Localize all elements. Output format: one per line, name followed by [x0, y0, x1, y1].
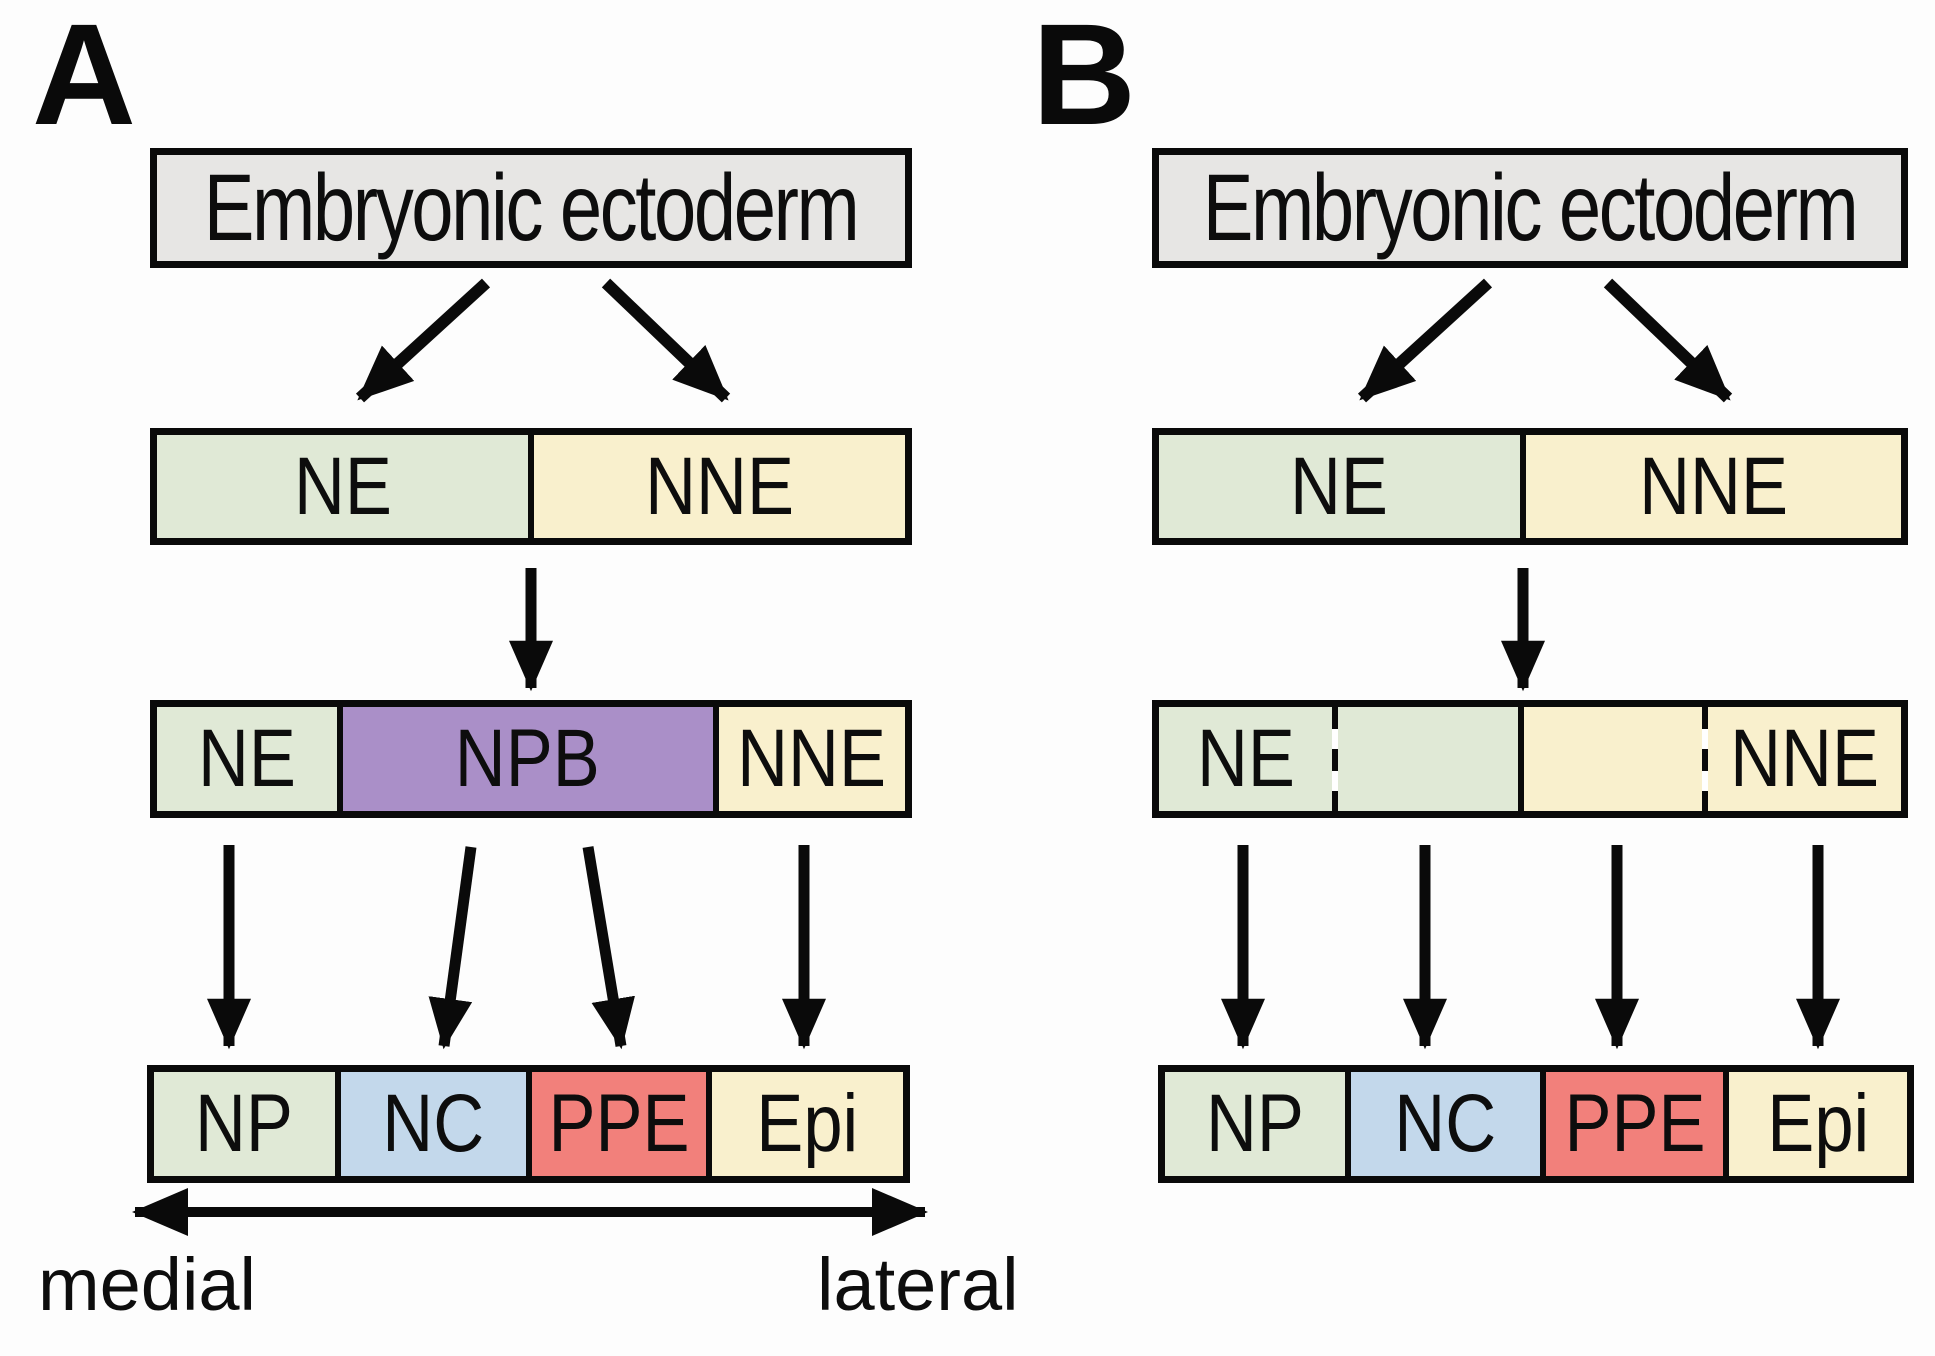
panel-a-nc-arrow	[428, 846, 477, 1050]
segment-divider	[706, 1072, 713, 1176]
segment-divider	[1540, 1072, 1547, 1176]
segment-divider	[334, 1072, 341, 1176]
panel-a-ppe-segment: PPE	[531, 1072, 707, 1176]
lateral-label: lateral	[817, 1243, 1019, 1326]
panel-b-row2-ne-segment: NE	[1159, 435, 1520, 538]
dashed-segment-divider	[1702, 707, 1709, 811]
segment-divider	[336, 707, 343, 811]
segment-divider	[712, 707, 719, 811]
segment-divider	[1722, 1072, 1729, 1176]
panel-a-embryonic-ectoderm-box: Embryonic ectoderm	[150, 148, 912, 268]
panel-a-row2-nne-segment: NNE	[534, 435, 905, 538]
panel-a-ppe-arrow	[582, 846, 635, 1050]
panel-a-embryonic-ectoderm-segment: Embryonic ectoderm	[157, 155, 905, 261]
panel-a-ne-nne-box: NE NNE	[150, 428, 912, 545]
segment-divider	[1519, 435, 1526, 538]
panel-b-embryonic-ectoderm-text: Embryonic ectoderm	[1203, 154, 1859, 261]
panel-b-epi-segment: Epi	[1728, 1072, 1907, 1176]
panel-b-row3-nne-segment: NNE	[1708, 707, 1901, 811]
panel-b-embryonic-ectoderm-box: Embryonic ectoderm	[1152, 148, 1908, 268]
panel-a-ne-npb-nne-box: NE NPB NNE	[150, 700, 912, 818]
panel-a-label: A	[32, 0, 136, 155]
panel-a-row3-nne-segment: NNE	[718, 707, 905, 811]
panel-b-ppe-segment: PPE	[1546, 1072, 1723, 1176]
panel-b-row3-ne-segment: NE	[1159, 707, 1333, 811]
panel-b-label: B	[1032, 0, 1136, 155]
panel-b-row2-nne-segment: NNE	[1525, 435, 1901, 538]
panel-b-branch-right-arrow	[1603, 278, 1733, 403]
panel-b-ne-nne-box: NE NNE	[1152, 428, 1908, 545]
panel-a-branch-right-arrow	[601, 278, 731, 403]
panel-a-row3-ne-segment: NE	[157, 707, 337, 811]
segment-divider	[1517, 707, 1524, 811]
segment-divider	[525, 1072, 532, 1176]
panel-a-fate-box: NP NC PPE Epi	[147, 1065, 910, 1183]
panel-a-nc-segment: NC	[340, 1072, 526, 1176]
panel-a-row3-npb-segment: NPB	[342, 707, 713, 811]
panel-b-row3-green-unlabeled-segment	[1338, 707, 1518, 811]
panel-a-row2-ne-segment: NE	[157, 435, 528, 538]
medial-label: medial	[38, 1243, 256, 1326]
panel-b-np-segment: NP	[1165, 1072, 1345, 1176]
panel-b-subdivided-box: NE NNE	[1152, 700, 1908, 818]
panel-b-branch-left-arrow	[1357, 278, 1493, 403]
dashed-segment-divider	[1332, 707, 1339, 811]
panel-a-embryonic-ectoderm-text: Embryonic ectoderm	[204, 154, 860, 261]
panel-a-np-segment: NP	[154, 1072, 335, 1176]
panel-a-branch-left-arrow	[355, 278, 491, 403]
segment-divider	[1344, 1072, 1351, 1176]
panel-b-embryonic-ectoderm-segment: Embryonic ectoderm	[1159, 155, 1901, 261]
panel-b-fate-box: NP NC PPE Epi	[1158, 1065, 1914, 1183]
panel-b-nc-segment: NC	[1350, 1072, 1541, 1176]
panel-b-row3-yellow-unlabeled-segment	[1523, 707, 1703, 811]
panel-a-epi-segment: Epi	[712, 1072, 903, 1176]
segment-divider	[528, 435, 534, 538]
